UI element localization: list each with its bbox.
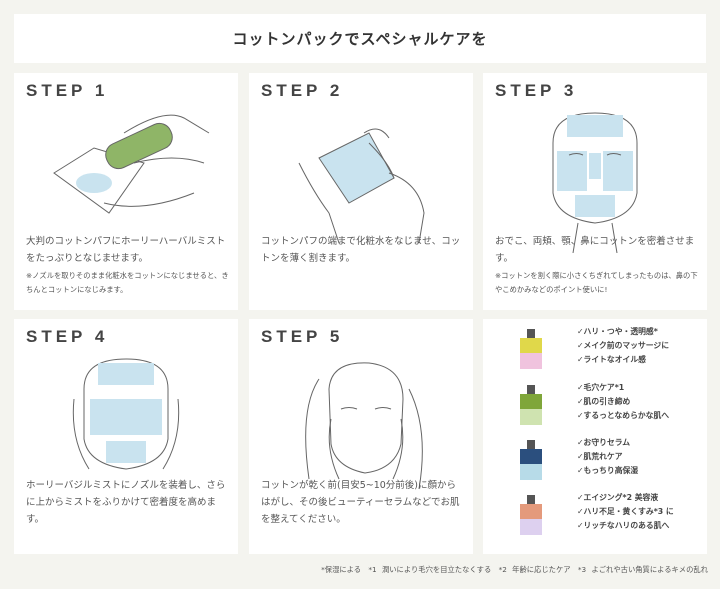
feature: ✓もっちり高保湿 — [577, 466, 639, 475]
feature: ✓お守りセラム — [577, 438, 631, 447]
hand-bottle-cotton-illustration — [53, 114, 210, 214]
products-card: ✓ハリ・つや・透明感* ✓メイク前のマッサージに ✓ライトなオイル感 ✓毛穴ケア*1… — [483, 319, 707, 554]
step-label: STEP 1 — [26, 81, 109, 100]
footnotes: *保湿による *1 潤いにより毛穴を目立たなくする *2 年齢に応じたケア *3… — [321, 565, 708, 574]
feature: ✓肌荒れケア — [577, 452, 623, 461]
bottle-image — [518, 329, 544, 369]
step-note: ※コットンを割く際に小さくちぎれてしまったものは、鼻の下やこめかみなどのポイント… — [495, 271, 698, 294]
step-label: STEP 2 — [261, 81, 344, 100]
feature: ✓メイク前のマッサージに — [577, 341, 669, 350]
face-with-cotton-hands-illustration — [72, 358, 180, 470]
feature: ✓ハリ不足・黄くすみ*3 に — [577, 507, 674, 516]
step-2-card: STEP 2 コットンパフの端まで化粧水をなじませ、コットンを薄く割きます。 — [249, 73, 473, 310]
step-text-block: ホーリーバジルミストにノズルを装着し、さらに上からミストをふりかけて密着度を高め… — [26, 477, 230, 528]
feature: ✓するっとなめらかな肌へ — [577, 411, 670, 420]
hands-splitting-cotton-illustration — [298, 128, 425, 244]
feature: ✓ハリ・つや・透明感* — [577, 327, 658, 336]
step-text: 大判のコットンパフにホーリーハーバルミストをたっぷりとなじませます。 — [26, 236, 226, 264]
feature: ✓ライトなオイル感 — [577, 355, 646, 364]
step-1-card: STEP 1 大判のコットンパフにホーリーハーバルミストをたっぷりとなじませます… — [14, 73, 238, 310]
face-hands-illustration — [305, 362, 423, 490]
product-item: ✓ハリ・つや・透明感* ✓メイク前のマッサージに ✓ライトなオイル感 — [483, 323, 707, 381]
page-title: コットンパックでスペシャルケアを — [14, 14, 706, 63]
feature: ✓リッチなハリのある肌へ — [577, 521, 670, 530]
bottle-image — [518, 385, 544, 425]
product-item: ✓エイジング*2 美容液 ✓ハリ不足・黄くすみ*3 に ✓リッチなハリのある肌へ — [483, 489, 707, 547]
step-text-block: 大判のコットンパフにホーリーハーバルミストをたっぷりとなじませます。 ※ノズルを… — [26, 233, 230, 297]
step-text-block: コットンパフの端まで化粧水をなじませ、コットンを薄く割きます。 — [261, 233, 465, 267]
step-label: STEP 3 — [495, 81, 578, 100]
step-text: おでこ、両頬、顎、鼻にコットンを密着させます。 — [495, 236, 695, 264]
step-text-block: おでこ、両頬、顎、鼻にコットンを密着させます。 ※コットンを割く際に小さくちぎれ… — [495, 233, 699, 297]
product-item: ✓毛穴ケア*1 ✓肌の引き締め ✓するっとなめらかな肌へ — [483, 379, 707, 437]
step-3-card: STEP 3 おでこ、両頬、顎、鼻にコットンを密着させます。 ※コットンを割く際… — [483, 73, 707, 310]
step-text: ホーリーバジルミストにノズルを装着し、さらに上からミストをふりかけて密着度を高め… — [26, 480, 226, 525]
step-text-block: コットンが乾く前(目安5~10分前後)に顔からはがし、その後ビューティーセラムな… — [261, 477, 465, 528]
feature: ✓エイジング*2 美容液 — [577, 493, 659, 502]
feature: ✓肌の引き締め — [577, 397, 631, 406]
product-item: ✓お守りセラム ✓肌荒れケア ✓もっちり高保湿 — [483, 434, 707, 492]
step-note: ※ノズルを取りそのまま化粧水をコットンになじませると、きちんとコットンになじみま… — [26, 271, 229, 294]
step-label: STEP 5 — [261, 327, 344, 346]
step-text: コットンパフの端まで化粧水をなじませ、コットンを薄く割きます。 — [261, 236, 461, 264]
step-4-card: STEP 4 ホーリーバジルミストにノズルを装着し、さらに上からミストをふりかけ… — [14, 319, 238, 554]
bottle-image — [518, 440, 544, 480]
feature: ✓毛穴ケア*1 — [577, 383, 625, 392]
step-label: STEP 4 — [26, 327, 109, 346]
step-5-card: STEP 5 コットンが乾く前(目安5~10分前後)に顔からはがし、その後ビュー… — [249, 319, 473, 554]
face-with-cotton-illustration — [552, 112, 638, 253]
bottle-image — [518, 495, 544, 535]
step-text: コットンが乾く前(目安5~10分前後)に顔からはがし、その後ビューティーセラムな… — [261, 480, 460, 525]
